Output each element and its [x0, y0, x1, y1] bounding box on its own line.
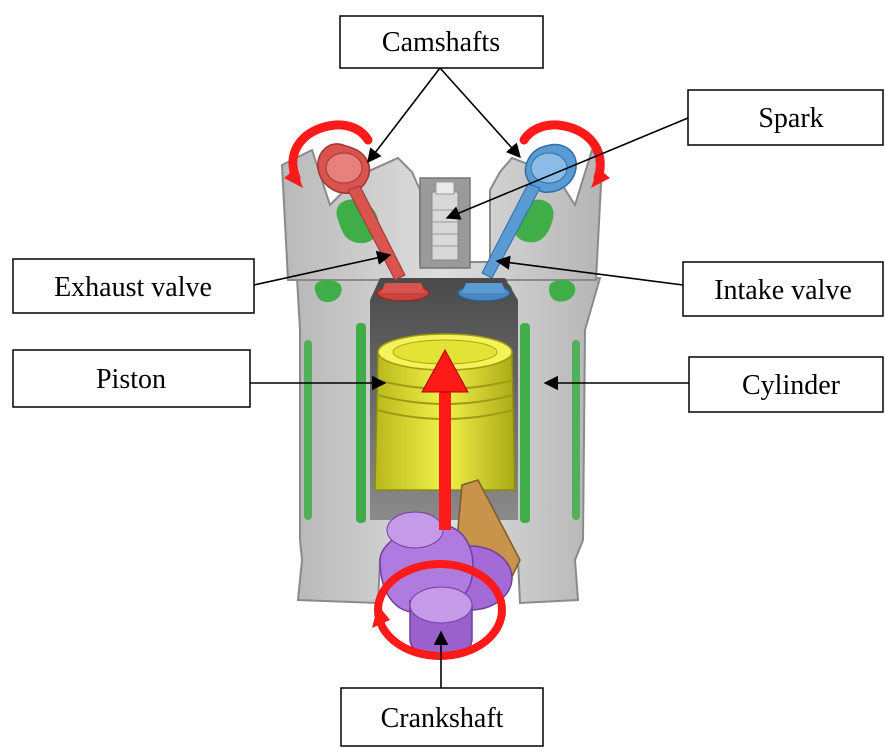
label-piston-text: Piston: [96, 364, 166, 395]
label-intake-valve-text: Intake valve: [714, 275, 852, 306]
label-cylinder: Cylinder: [689, 357, 883, 412]
label-spark: Spark: [688, 90, 883, 145]
leader-camshafts-left: [368, 68, 440, 162]
label-crankshaft-text: Crankshaft: [381, 703, 504, 734]
label-camshafts: Camshafts: [340, 16, 543, 68]
label-piston: Piston: [13, 350, 250, 407]
label-camshafts-text: Camshafts: [382, 27, 500, 58]
spark-plug-body: [432, 192, 458, 260]
leader-camshafts-right: [440, 68, 520, 157]
label-intake-valve: Intake valve: [683, 262, 883, 316]
label-spark-text: Spark: [758, 103, 823, 134]
label-exhaust-valve-text: Exhaust valve: [54, 272, 212, 303]
label-exhaust-valve: Exhaust valve: [13, 259, 254, 313]
label-crankshaft: Crankshaft: [341, 688, 543, 746]
label-cylinder-text: Cylinder: [742, 370, 841, 401]
engine-illustration: [282, 125, 610, 657]
